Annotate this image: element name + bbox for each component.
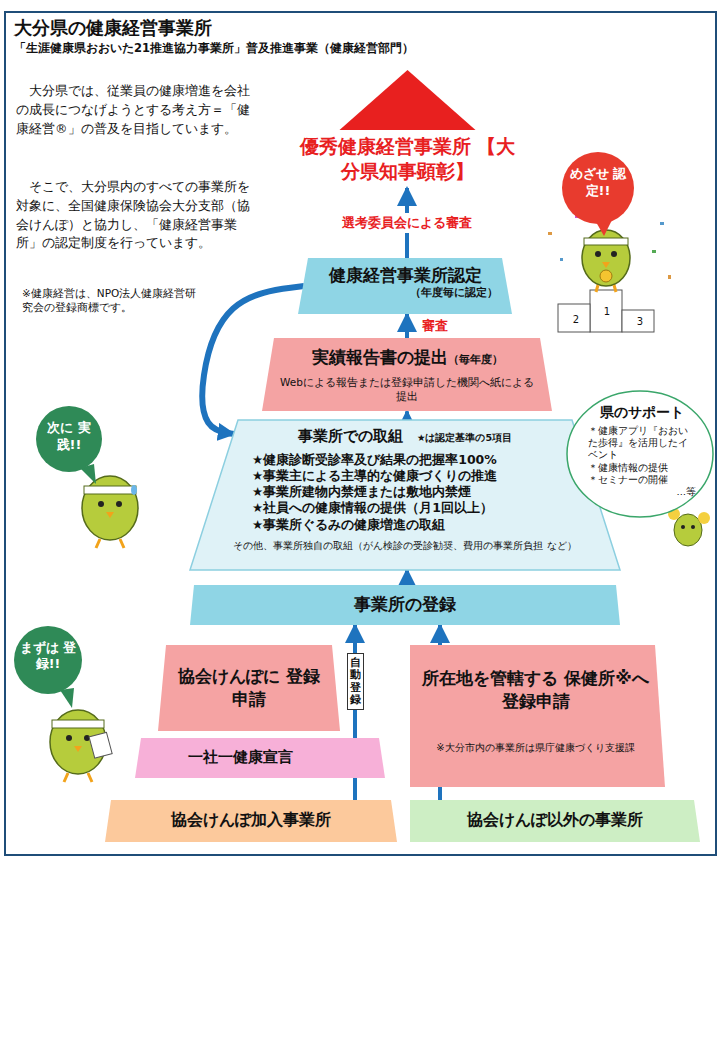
node-heading: 実績報告書の提出 [312, 347, 448, 367]
flow-arrow [405, 314, 409, 338]
node-text: ★事業所建物内禁煙または敷地内禁煙 [252, 484, 558, 500]
speech-bubble: 次に 実践!! [36, 406, 102, 472]
application-box-outline [410, 645, 665, 787]
node-heading: 協会けんぽに 登録申請 [172, 665, 326, 711]
mascot-bird [50, 710, 112, 782]
declaration-band: 一社一健康宣言 [135, 738, 385, 778]
node-heading: 県のサポート [588, 404, 696, 422]
node-text: ★事業主による主導的な健康づくりの推進 [252, 468, 558, 484]
trademark-note: ※健康経営は、NPO法人健康経営研究会の登録商標です。 [22, 286, 202, 314]
node-text: ★事業所ぐるみの健康増進の取組 [252, 517, 558, 533]
registration-tier: 事業所の登録 [190, 585, 620, 625]
node-heading: 一社一健康宣言 [145, 748, 335, 768]
node-heading: 次に 実践!! [42, 420, 96, 454]
speech-bubble: めざせ 認定!! [562, 152, 634, 224]
node-heading: 事業所の登録 [200, 593, 610, 615]
page-title: 大分県の健康経営事業所 [14, 16, 212, 40]
node-text: ★社員への健康情報の提供（月1回以上） [252, 500, 558, 516]
node-text: ★健康診断受診率及び結果の把握率100% [252, 452, 558, 468]
application-box: 協会けんぽに 登録申請 [158, 645, 340, 731]
edge-label: 自動登録 [347, 653, 364, 709]
node-text: ＊健康アプリ『おおいた歩得』を活用したイベント [588, 425, 696, 462]
flow-arrow [405, 570, 409, 585]
node-heading: 事業所での取組 [298, 427, 403, 445]
podium-number: 3 [634, 316, 646, 328]
node-heading: めざせ 認定!! [568, 166, 628, 200]
bubble-tail [60, 688, 74, 708]
mascot-bird [582, 230, 630, 292]
node-heading: まずは 登録!! [18, 640, 78, 673]
node-text: （毎年度） [448, 353, 503, 366]
node-text: （年度毎に認定） [312, 286, 498, 300]
flow-arrow [438, 625, 442, 645]
node-heading: 優秀健康経営事業所 【大分県知事顕彰】 [294, 134, 521, 183]
node-text: …等 [588, 486, 696, 498]
member-base: 協会けんぽ加入事業所 [105, 800, 397, 842]
edge-label: 選考委員会による審査 [339, 213, 475, 233]
mascot-bird [668, 508, 710, 546]
podium-number: 2 [570, 314, 582, 326]
award-apex: 優秀健康経営事業所 【大分県知事顕彰】 [290, 70, 525, 188]
node-text: ＊セミナーの開催 [588, 474, 696, 486]
report-tier: 実績報告書の提出（毎年度） Webによる報告または登録申請した機関へ紙による提出 [262, 338, 552, 411]
flow-arrow [405, 411, 409, 420]
intro-paragraph: そこで、大分県内のすべての事業所を対象に、全国健康保険協会大分支部（協会けんぽ）… [16, 178, 256, 253]
flow-arrow [438, 787, 442, 800]
mascot-bird [82, 476, 138, 548]
subtitle: 「生涯健康県おおいた21推進協力事業所」普及推進事業（健康経営部門） [14, 42, 614, 56]
podium-number: 1 [601, 306, 613, 318]
node-text: ＊健康情報の提供 [588, 462, 696, 474]
page-frame [5, 12, 716, 855]
nonmember-base: 協会けんぽ以外の事業所 [410, 800, 700, 842]
edge-label: 審査 [419, 316, 451, 336]
node-heading: 所在地を管轄する 保健所※へ登録申請 [422, 667, 649, 713]
node-text: その他、事業所独自の取組（がん検診の受診勧奨、費用の事業所負担 など） [200, 539, 610, 552]
flow-arrow [353, 778, 357, 800]
speech-bubble: まずは 登録!! [14, 626, 82, 694]
node-heading: 協会けんぽ以外の事業所 [420, 810, 690, 831]
node-heading: 協会けんぽ加入事業所 [115, 810, 387, 831]
node-text: Webによる報告または登録申請した機関へ紙による提出 [278, 376, 536, 403]
action-tier: 事業所での取組★は認定基準の5項目★健康診断受診率及び結果の把握率100%★事業… [190, 420, 620, 570]
node-heading: 健康経営事業所認定 [312, 264, 498, 286]
support-callout: 県のサポート ＊健康アプリ『おおいた歩得』を活用したイベント＊健康情報の提供＊セミ… [566, 390, 714, 518]
certification-tier: 健康経営事業所認定（年度毎に認定） [298, 258, 512, 314]
application-box-outline [158, 645, 340, 731]
application-box: 所在地を管轄する 保健所※へ登録申請 ※大分市内の事業所は県庁健康づくり支援課 [410, 645, 665, 787]
intro-paragraph: 大分県では、従業員の健康増進を会社の成長につなげようとする考え方＝「健康経営®」… [16, 82, 256, 138]
node-text: ※大分市内の事業所は県庁健康づくり支援課 [422, 741, 649, 754]
podium [558, 290, 654, 332]
node-text: ★は認定基準の5項目 [417, 432, 512, 443]
